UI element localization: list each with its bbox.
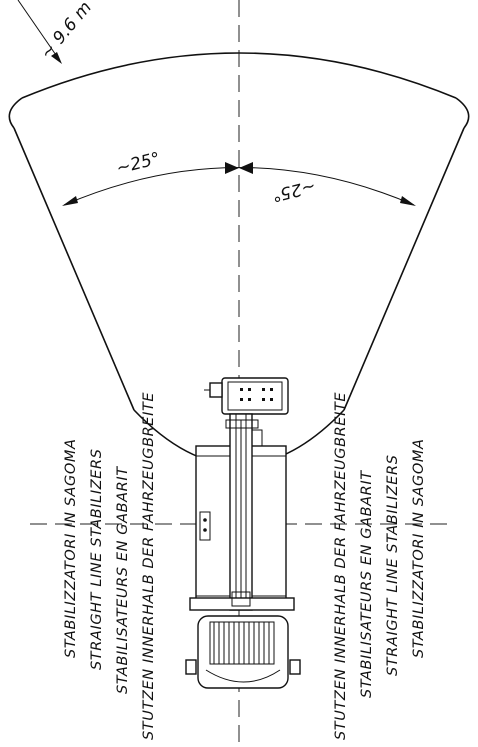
angle-arrow-center-right [239, 162, 253, 174]
cab-windshield [205, 669, 281, 683]
grille-slats [213, 622, 270, 664]
right-label-2: STABILISATEURS EN GABARIT [359, 470, 375, 698]
mirror-left [185, 659, 197, 675]
radius-arrowhead [51, 52, 62, 64]
sector-boundary-left [13, 127, 135, 411]
outer-left-corner [8, 97, 23, 129]
angle-label-left: ~25° [114, 149, 162, 179]
right-label-4: STABILIZZATORI IN SAGOMA [411, 438, 427, 658]
platform-rail [227, 381, 283, 411]
stabilizer-rail [189, 597, 295, 611]
angle-arrow-right [400, 196, 416, 206]
vehicle-top-view [185, 377, 301, 689]
right-label-3: STRAIGHT LINE STABILIZERS [385, 454, 401, 676]
outer-range-arc [21, 52, 457, 99]
angle-arrow-left [62, 196, 78, 206]
mirror-right [289, 659, 301, 675]
platform-bracket [209, 382, 223, 398]
angle-arrow-center-left [225, 162, 239, 174]
vehicle-cab [197, 615, 289, 689]
right-label-1: STUTZEN INNERHALB DER FAHRZEUGBREITE [333, 392, 349, 740]
left-label-3: STABILISATEURS EN GABARIT [115, 466, 131, 694]
left-label-2: STRAIGHT LINE STABILIZERS [89, 448, 105, 670]
control-panel [199, 511, 211, 541]
work-platform [221, 377, 289, 415]
radius-leader [17, 0, 59, 59]
platform-controls [240, 388, 273, 401]
angle-label-right: ~25° [270, 175, 318, 205]
left-label-1: STABILIZZATORI IN SAGOMA [63, 438, 79, 658]
left-label-4: STUTZEN INNERHALB DER FAHRZEUGBREITE [141, 392, 157, 740]
outer-right-corner [455, 97, 470, 129]
angle-dimension-arc [63, 167, 415, 206]
radius-label: ~ 9.6 m [37, 0, 96, 63]
sector-boundary-right [343, 127, 465, 411]
cab-grille [209, 621, 275, 665]
